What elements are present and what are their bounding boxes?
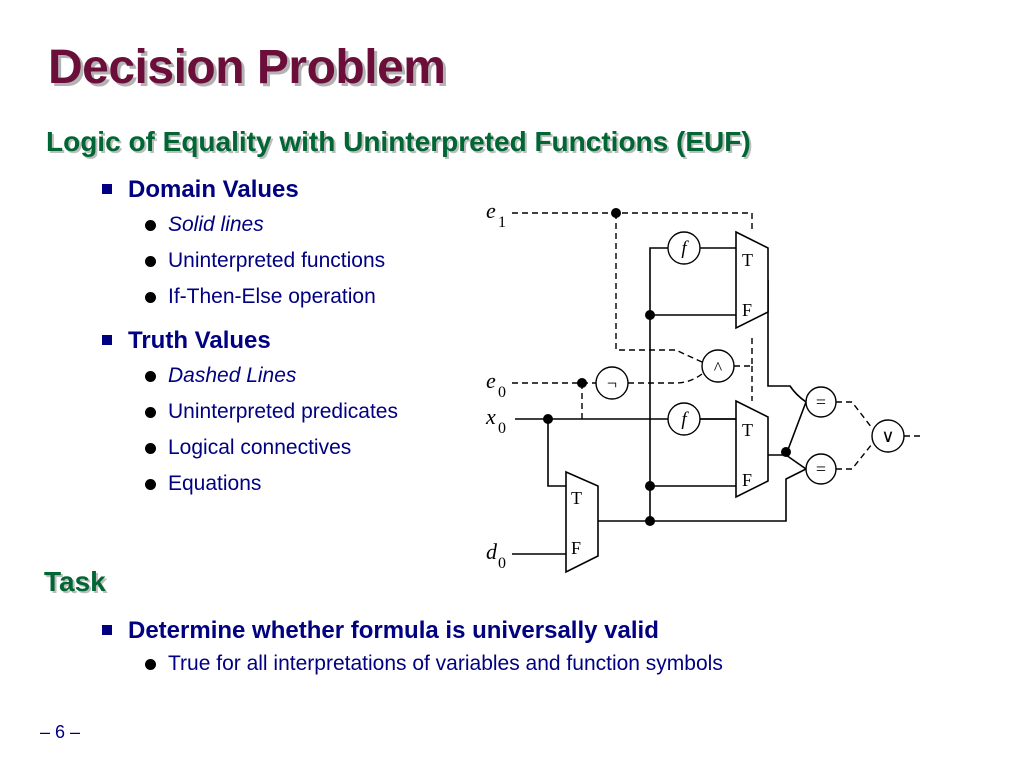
round-bullet-icon xyxy=(145,443,156,454)
wire-mux-mid-out-2 xyxy=(785,454,807,470)
square-bullet-icon xyxy=(102,335,112,345)
list-item: Logical connectives xyxy=(145,436,351,460)
list-item: Uninterpreted functions xyxy=(145,249,385,273)
slide-title: Decision Problem xyxy=(48,41,446,94)
page-number: – 6 – xyxy=(40,722,81,742)
function-node-top xyxy=(667,231,701,265)
wire-x0-to-mux-low xyxy=(547,419,566,487)
round-bullet-icon xyxy=(145,220,156,231)
input-x0-var: x xyxy=(485,404,496,429)
eq-node-low xyxy=(805,453,837,485)
wire-eq-low-out xyxy=(836,443,873,470)
wire-e1 xyxy=(512,212,753,232)
mux-top xyxy=(735,230,769,330)
round-bullet-icon xyxy=(145,659,156,670)
and-gate xyxy=(701,349,735,383)
mux-low-true-label: T xyxy=(571,488,582,508)
and-symbol: ^ xyxy=(714,358,723,378)
round-bullet-icon xyxy=(145,371,156,382)
task-heading: Task xyxy=(44,566,106,597)
or-symbol: ∨ xyxy=(881,426,894,446)
eq-node-top xyxy=(805,386,837,418)
mux-mid xyxy=(735,399,769,499)
wire-and-to-mux-top xyxy=(734,335,753,367)
input-d0-sub: 0 xyxy=(498,555,506,572)
eq-symbol-low: = xyxy=(816,459,826,479)
list-item: Uninterpreted predicates xyxy=(145,400,398,424)
wire-mux-top-out xyxy=(767,280,807,403)
list-item: If-Then-Else operation xyxy=(145,285,376,309)
task-item: Determine whether formula is universally… xyxy=(102,617,659,645)
not-gate xyxy=(595,366,629,400)
list-item: Equations xyxy=(145,472,261,496)
task-subitem: True for all interpretations of variable… xyxy=(145,652,723,676)
mux-mid-true-label: T xyxy=(742,420,753,440)
square-bullet-icon xyxy=(102,184,112,194)
input-d0-var: d xyxy=(486,539,498,564)
input-e0-var: e xyxy=(486,368,496,393)
wire-e1-down xyxy=(615,213,703,363)
domain-values-heading: Domain Values xyxy=(102,176,299,204)
wire-not-out xyxy=(628,373,703,384)
round-bullet-icon xyxy=(145,292,156,303)
round-bullet-icon xyxy=(145,479,156,490)
not-symbol: ¬ xyxy=(607,373,617,393)
function-node-mid xyxy=(667,402,701,436)
list-item: Dashed Lines xyxy=(145,364,296,388)
eq-symbol-top: = xyxy=(816,392,826,412)
square-bullet-icon xyxy=(102,625,112,635)
wire-mux-low-out xyxy=(598,486,787,522)
input-e1-var: e xyxy=(486,198,496,223)
slide-subtitle: Logic of Equality with Uninterpreted Fun… xyxy=(46,126,751,157)
euf-circuit-diagram: T F T F T F f f ¬ ^ = = ∨ e 1 e 0 x 0 d … xyxy=(485,198,922,574)
mux-top-true-label: T xyxy=(742,250,753,270)
mux-mid-false-label: F xyxy=(742,470,752,490)
junction-dots xyxy=(543,208,791,526)
wire-eq-top-out xyxy=(836,401,873,429)
input-e0-sub: 0 xyxy=(498,384,506,401)
input-e1-sub: 1 xyxy=(498,214,506,231)
function-symbol-mid: f xyxy=(681,409,689,430)
truth-values-heading: Truth Values xyxy=(102,327,271,355)
function-symbol-top: f xyxy=(681,238,689,259)
input-x0-sub: 0 xyxy=(498,420,506,437)
mux-low xyxy=(565,470,599,574)
mux-top-false-label: F xyxy=(742,300,752,320)
wire-bus-to-f-top xyxy=(649,247,668,297)
wire-bus-to-eq-low xyxy=(785,468,807,486)
round-bullet-icon xyxy=(145,256,156,267)
or-gate xyxy=(871,419,905,453)
mux-low-false-label: F xyxy=(571,538,581,558)
list-item: Solid lines xyxy=(145,213,264,237)
round-bullet-icon xyxy=(145,407,156,418)
wire-mux-mid-out xyxy=(768,401,807,456)
